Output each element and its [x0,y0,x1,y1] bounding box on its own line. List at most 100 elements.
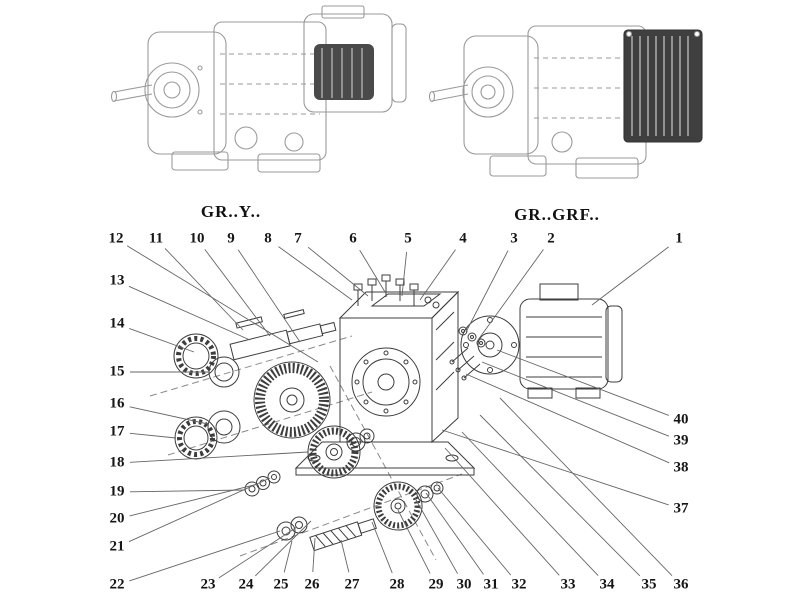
callout-label-13: 13 [109,272,125,289]
leader-line-3 [465,250,509,333]
leader-line-33 [444,447,560,576]
leader-line-32 [437,487,512,576]
callout-label-18: 18 [109,454,125,471]
leader-line-6 [359,249,386,293]
callout-label-9: 9 [227,230,235,247]
callout-label-15: 15 [109,363,125,380]
pinion-shaft [309,518,377,552]
leader-line-29 [397,509,431,574]
callout-label-35: 35 [641,576,657,593]
leader-lines [126,245,673,582]
callout-label-17: 17 [109,423,125,440]
caption-gr-grf: GR..GRF.. [514,205,600,224]
callout-label-5: 5 [404,230,412,247]
gear-lower [373,481,444,531]
spacer-bushing [207,410,241,444]
leader-line-27 [340,539,350,573]
leader-line-26 [312,537,316,573]
leader-line-1 [591,246,669,306]
leader-line-14 [129,327,195,353]
gear-large [253,361,331,439]
callout-label-33: 33 [560,576,576,593]
callout-label-39: 39 [673,432,689,449]
leader-line-24 [254,520,312,577]
callout-label-27: 27 [344,576,360,593]
leader-line-18 [129,451,309,463]
leader-line-22 [129,530,281,582]
axis-lines [149,335,463,561]
callout-label-34: 34 [599,576,615,593]
callout-label-22: 22 [109,576,125,593]
callout-label-21: 21 [109,538,125,555]
callout-label-32: 32 [511,576,527,593]
callout-label-38: 38 [673,459,689,476]
callout-label-23: 23 [200,576,216,593]
leader-line-5 [401,251,408,297]
leader-line-12 [126,245,319,363]
leader-line-23 [218,526,298,579]
leader-line-16 [129,406,209,425]
top-bolts [353,274,440,309]
callout-label-4: 4 [459,230,467,247]
illustration-gr-grf [428,25,703,179]
leader-line-37 [441,429,669,506]
callout-label-16: 16 [109,395,125,412]
callout-label-28: 28 [389,576,405,593]
leader-line-20 [129,483,259,517]
callout-label-3: 3 [510,230,518,247]
leader-line-11 [164,248,244,331]
leader-line-17 [129,432,177,439]
illustration-gr-y [110,5,407,173]
callout-label-7: 7 [294,230,302,247]
fasteners-motor-side [449,326,486,381]
callout-label-11: 11 [148,230,164,247]
callout-label-6: 6 [349,230,357,247]
callout-label-37: 37 [673,500,689,517]
shaft-key-2 [283,309,305,319]
bearing-upper [173,333,219,379]
leader-line-9 [237,249,301,343]
callout-label-10: 10 [189,230,205,247]
callout-label-25: 25 [273,576,289,593]
callout-label-14: 14 [109,315,125,332]
callout-label-26: 26 [304,576,320,593]
leader-line-25 [283,540,293,573]
callout-label-2: 2 [547,230,555,247]
leader-line-13 [128,285,251,341]
callout-label-40: 40 [673,411,689,428]
callout-label-20: 20 [109,510,125,527]
leader-line-10 [204,249,271,337]
callout-label-29: 29 [428,576,444,593]
leader-line-19 [129,489,247,493]
leader-line-28 [371,521,393,574]
leader-line-35 [479,414,641,577]
callout-label-31: 31 [483,576,499,593]
callout-label-1: 1 [675,230,683,247]
callout-label-36: 36 [673,576,689,593]
leader-line-31 [425,492,484,575]
caption-gr-y: GR..Y.. [200,202,262,221]
motor-fan-cowl [314,44,374,100]
leader-line-39 [481,361,670,437]
leader-line-4 [419,249,456,301]
gear-medium [307,425,375,479]
leader-line-21 [128,477,271,543]
leader-line-40 [496,349,669,416]
leader-line-34 [461,431,599,576]
leader-line-36 [499,397,673,577]
output-shaft [229,309,337,361]
leader-line-8 [278,246,353,301]
leader-line-2 [477,249,544,341]
callout-label-19: 19 [109,483,125,500]
brake-cover-block [623,29,703,143]
leader-line-38 [465,373,670,464]
callout-label-30: 30 [456,576,472,593]
callout-label-12: 12 [108,230,124,247]
leader-line-30 [414,497,458,574]
motor [460,283,623,399]
exploded-view [149,274,623,561]
gearbox-housing [294,290,476,476]
